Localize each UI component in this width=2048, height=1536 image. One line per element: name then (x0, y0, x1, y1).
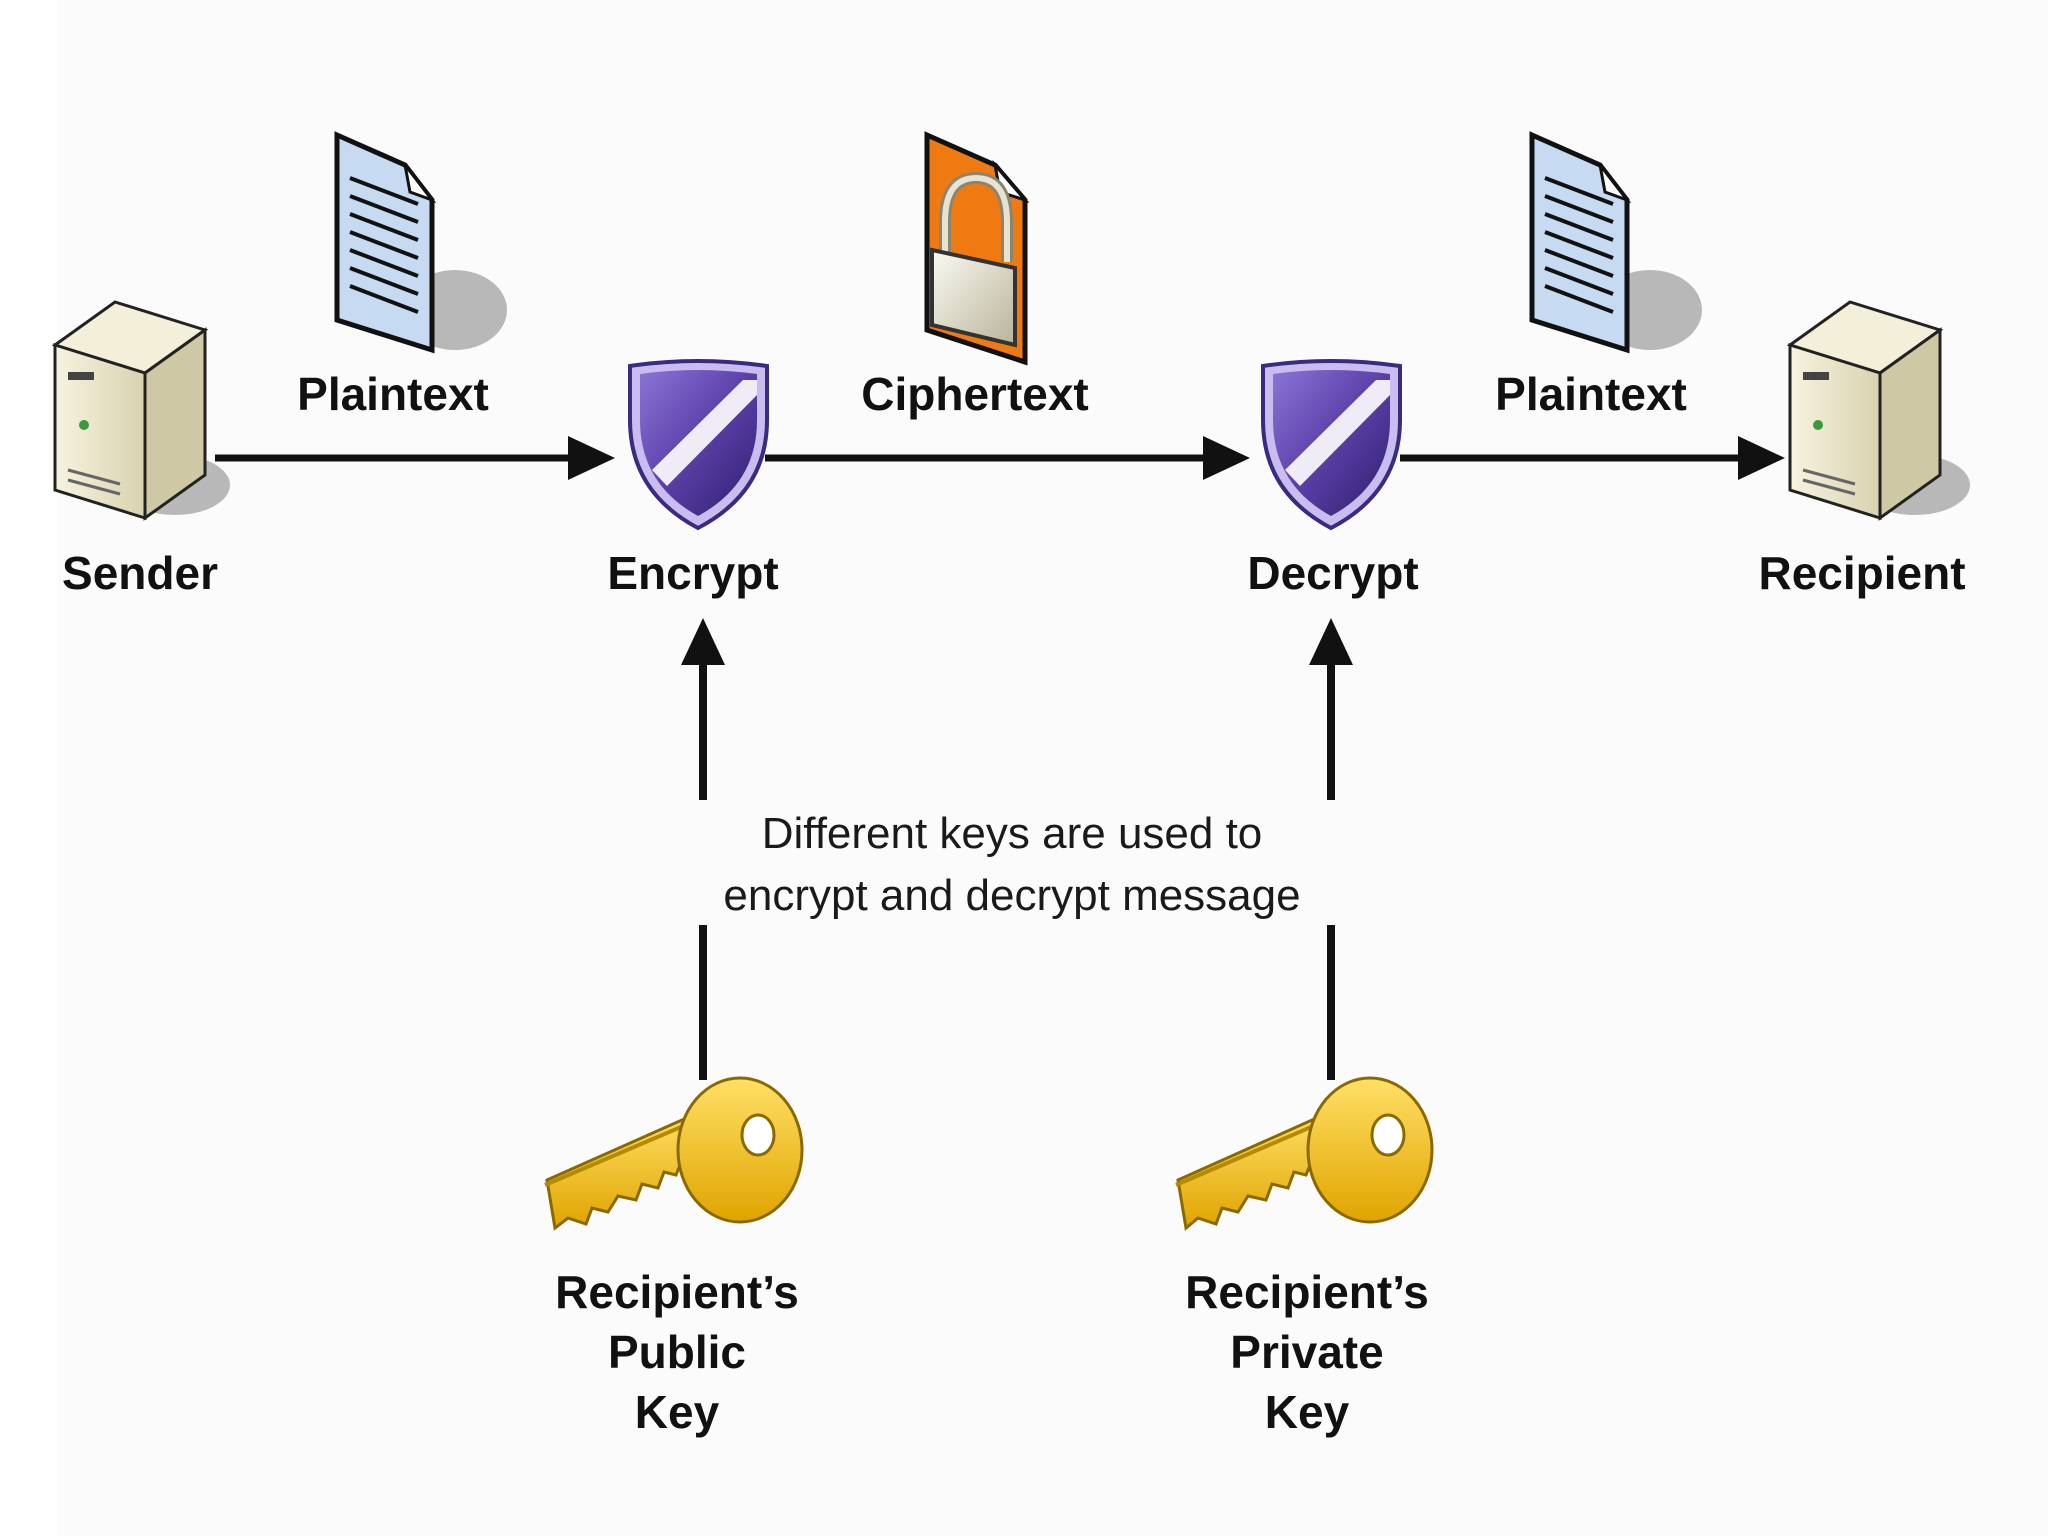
keys-note-line-1: Different keys are used to (761, 809, 1263, 858)
plaintext-right-label: Plaintext (1495, 368, 1687, 420)
keys-note: Different keys are used to encrypt and d… (723, 803, 1300, 927)
decrypt-shield-icon (1261, 359, 1402, 531)
arrow-private-key-to-decrypt (1309, 618, 1353, 1080)
private-key-label-line-3: Key (1264, 1386, 1350, 1438)
arrow-encrypt-to-decrypt (765, 436, 1250, 480)
plaintext-right-document-icon (1529, 131, 1702, 354)
private-key-label: Recipient’s Private Key (1185, 1262, 1429, 1442)
sender-server-icon (51, 300, 230, 521)
encrypt-shield-icon (628, 359, 769, 531)
private-key-icon (1175, 1076, 1434, 1231)
encrypt-label: Encrypt (607, 547, 779, 599)
recipient-label: Recipient (1758, 547, 1966, 599)
ciphertext-locked-document-icon (924, 131, 1030, 366)
public-key-label-line-1: Recipient’s (555, 1266, 799, 1318)
arrow-public-key-to-encrypt (681, 618, 725, 1080)
arrow-decrypt-to-recipient (1400, 436, 1785, 480)
decrypt-label: Decrypt (1247, 547, 1419, 599)
plaintext-left-label: Plaintext (297, 368, 489, 420)
arrow-sender-to-encrypt (215, 436, 615, 480)
public-key-label-line-2: Public (607, 1326, 747, 1378)
plaintext-left-document-icon (334, 131, 507, 354)
sender-label: Sender (62, 547, 218, 599)
ciphertext-label: Ciphertext (861, 368, 1089, 420)
public-key-label: Recipient’s Public Key (555, 1262, 799, 1442)
recipient-server-icon (1786, 300, 1970, 521)
private-key-label-line-1: Recipient’s (1185, 1266, 1429, 1318)
keys-note-line-2: encrypt and decrypt message (723, 871, 1301, 920)
public-key-label-line-3: Key (634, 1386, 720, 1438)
private-key-label-line-2: Private (1230, 1326, 1384, 1378)
public-key-icon (544, 1076, 804, 1231)
